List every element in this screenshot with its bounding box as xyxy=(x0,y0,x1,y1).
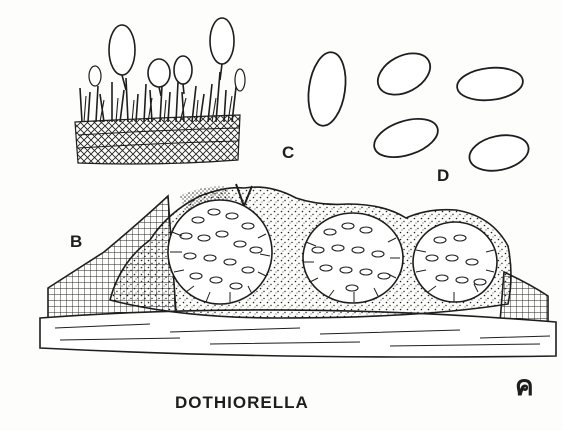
label-b: B xyxy=(70,233,82,250)
conidia-loose xyxy=(304,45,532,176)
conidiophore-layer xyxy=(75,18,245,164)
label-d: D xyxy=(437,167,449,184)
figure-title: DOTHIORELLA xyxy=(175,394,309,411)
stroma-section xyxy=(40,184,556,357)
label-c: C xyxy=(282,144,294,161)
corner-mark: ค xyxy=(515,372,534,400)
